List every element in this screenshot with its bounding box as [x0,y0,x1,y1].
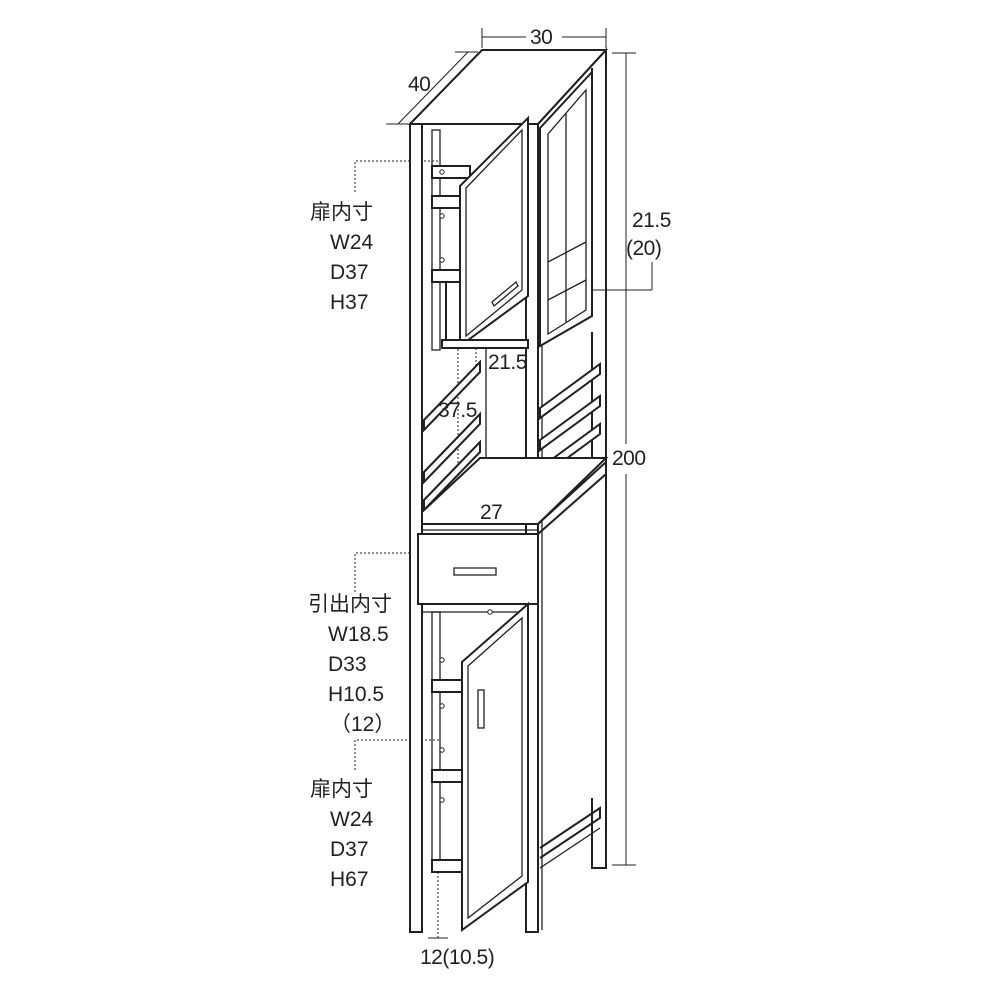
dim-upper-inner-width: 21.5 [488,351,527,374]
upper-cabinet-title: 扉内寸 [310,201,373,224]
drawer-height-alt: （12） [330,713,396,736]
cabinet-body [407,47,609,933]
dim-width: 30 [530,26,553,49]
lower-cabinet-height: H67 [330,868,369,891]
lower-cabinet-width: W24 [330,808,374,831]
dim-bottom-clearance: 12(10.5) [420,946,495,969]
upper-cabinet-width: W24 [330,231,374,254]
dim-upper-right-height: 21.5 [632,209,671,232]
lower-cabinet-depth: D37 [330,838,369,861]
drawer-depth: D33 [328,653,367,676]
shelf-pin-holes [439,169,493,803]
dim-upper-right-height-alt: (20) [626,237,662,260]
drawer-height: H10.5 [328,683,385,706]
lower-cabinet-title: 扉内寸 [310,778,373,801]
drawer-spec: 引出内寸 W18.5 D33 H10.5 （12） [308,590,395,740]
upper-cabinet-depth: D37 [330,261,369,284]
drawer-title: 引出内寸 [308,593,392,616]
drawer-width: W18.5 [328,623,389,646]
dim-shelf-width: 27 [480,501,503,524]
dim-open-shelf-height: 37.5 [438,399,477,422]
upper-cabinet-spec: 扉内寸 W24 D37 H37 [310,198,373,318]
upper-cabinet-height: H37 [330,291,369,314]
dim-height: 200 [612,447,646,470]
lower-cabinet-spec: 扉内寸 W24 D37 H67 [310,775,373,895]
dim-depth: 40 [408,73,431,96]
